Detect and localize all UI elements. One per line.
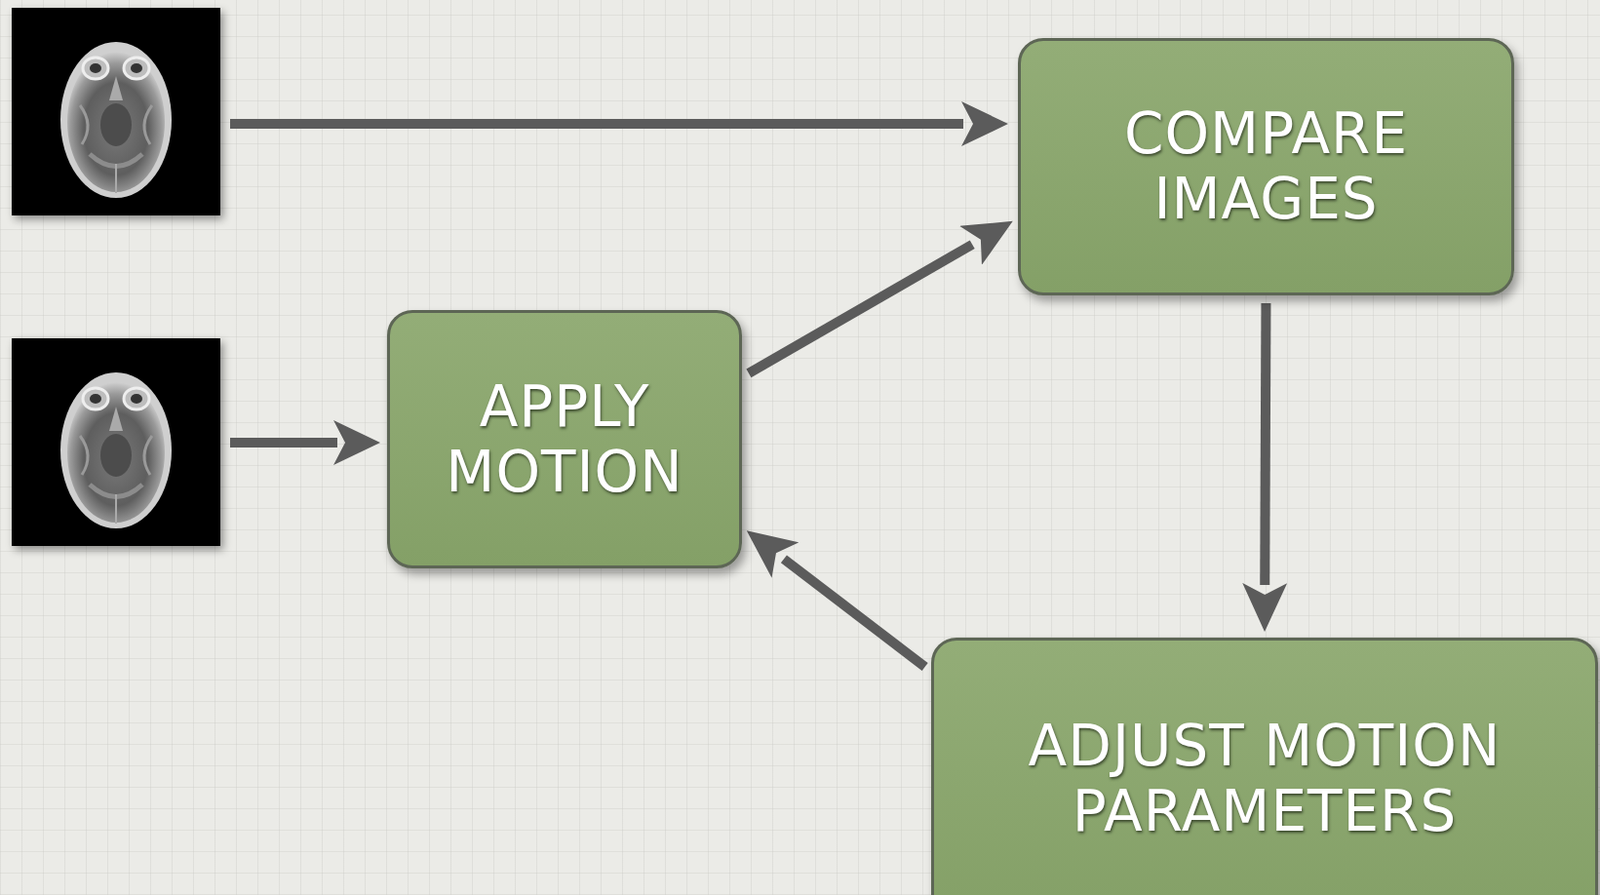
- text-group: ADJUST MOTION PARAMETERS: [958, 713, 1571, 844]
- process-box: APPLY MOTION: [387, 310, 742, 569]
- process-box: COMPARE IMAGES: [1017, 38, 1515, 296]
- box-label: ADJUST MOTION PARAMETERS: [958, 713, 1571, 844]
- text-group: APPLY MOTION: [414, 374, 715, 505]
- input-arrow: [230, 420, 381, 466]
- flow-arrow: [1264, 303, 1266, 586]
- flow-arrow: [748, 244, 973, 374]
- input-arrow: [230, 101, 1009, 147]
- text-group: COMPARE IMAGES: [1045, 101, 1487, 232]
- mri-image: [11, 338, 221, 547]
- flow-arrow: [783, 558, 926, 667]
- mri-image: [11, 7, 221, 216]
- process-box: ADJUST MOTION PARAMETERS: [931, 637, 1599, 895]
- box-label: COMPARE IMAGES: [1045, 101, 1487, 232]
- box-label: APPLY MOTION: [414, 374, 715, 505]
